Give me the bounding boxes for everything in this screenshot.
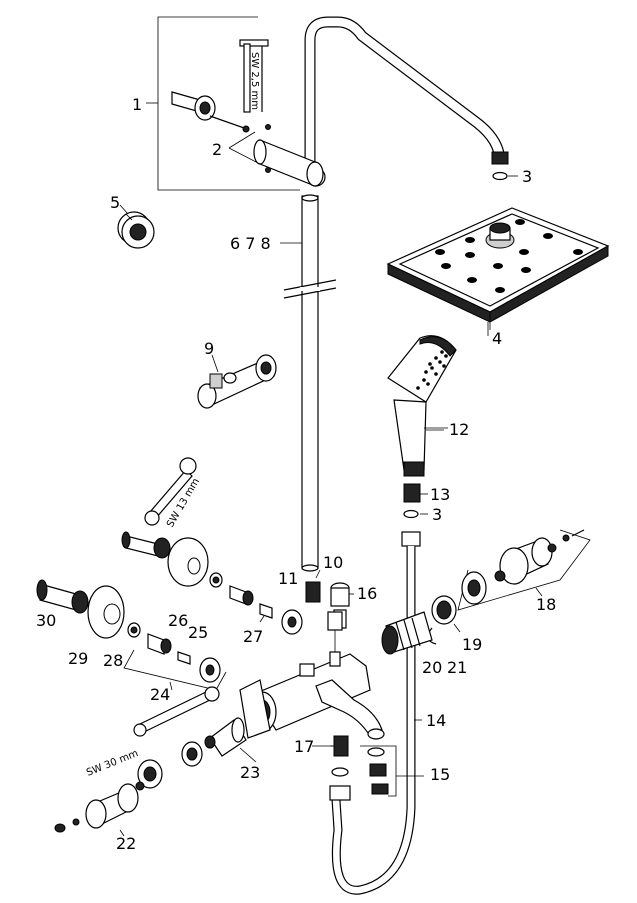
part-labels: 1 2 3 4 5 6 7 8 9 10 11 12 13 3 14 15 16… — [36, 95, 556, 853]
wrench-30-icon — [133, 686, 220, 737]
part-label-26: 26 — [168, 611, 188, 630]
part-label-12: 12 — [449, 420, 469, 439]
tool-label-allen-key: SW 2,5 mm — [249, 52, 260, 110]
wall-connector-upper — [121, 457, 303, 635]
part-label-10: 10 — [323, 553, 343, 572]
part-label-4: 4 — [492, 329, 502, 348]
leader-lines — [125, 213, 489, 777]
part-label-24: 24 — [150, 685, 170, 704]
shower-arm — [304, 16, 509, 187]
bracket-cylinder-icon — [228, 124, 324, 187]
part-label-18: 18 — [536, 595, 556, 614]
hand-shower-icon — [387, 335, 457, 477]
wall-nut-icon — [117, 204, 155, 249]
part-label-15: 15 — [430, 765, 450, 784]
thermostat-body-icon — [239, 611, 385, 740]
part-label-6-7-8: 6 7 8 — [230, 234, 271, 253]
part-label-25: 25 — [188, 623, 208, 642]
part-label-19: 19 — [462, 635, 482, 654]
washer-icon — [492, 171, 518, 181]
thermostat-handle-icon — [457, 529, 591, 611]
part-label-21: 21 — [447, 658, 467, 677]
part-label-22: 22 — [116, 834, 136, 853]
part-label-5: 5 — [110, 193, 120, 212]
overhead-shower-icon — [386, 207, 610, 330]
part-label-17: 17 — [294, 737, 314, 756]
diverter-handle-icon — [54, 759, 163, 837]
anchor-screw-icon — [171, 91, 250, 133]
part-label-2: 2 — [212, 140, 222, 159]
hose-fitting-icon — [403, 483, 428, 519]
part-label-14: 14 — [426, 711, 446, 730]
part-label-1: 1 — [132, 95, 142, 114]
part-label-3-top: 3 — [522, 167, 532, 186]
part-label-28: 28 — [103, 651, 123, 670]
wrench-13-icon — [144, 457, 197, 526]
part-label-11: 11 — [278, 569, 298, 588]
part-label-27: 27 — [243, 627, 263, 646]
part-label-13: 13 — [430, 485, 450, 504]
spout-aerator-icon — [329, 735, 397, 801]
shower-hose — [331, 531, 422, 895]
tool-label-wrench-30: SW 30 mm — [85, 748, 140, 779]
part-label-30: 30 — [36, 611, 56, 630]
part-label-3-bottom: 3 — [432, 505, 442, 524]
hand-shower-holder-icon — [197, 354, 277, 409]
part-label-29: 29 — [68, 649, 88, 668]
wall-bracket-group — [146, 16, 324, 191]
part-label-9: 9 — [204, 339, 214, 358]
part-label-20: 20 — [422, 658, 442, 677]
cartridge-icon — [381, 595, 461, 655]
wall-connector-lower — [36, 579, 227, 691]
arm-thread — [491, 151, 509, 165]
diverter-cartridge-icon — [181, 717, 247, 767]
part-label-23: 23 — [240, 763, 260, 782]
part-label-16: 16 — [357, 584, 377, 603]
riser-pipe — [280, 194, 337, 572]
